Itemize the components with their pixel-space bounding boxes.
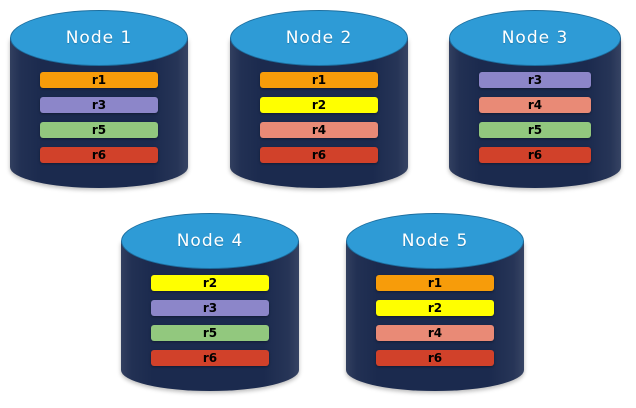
record-bar[interactable]: r6 <box>40 147 158 163</box>
node-label: Node 2 <box>285 28 353 48</box>
record-bar[interactable]: r3 <box>479 72 591 88</box>
record-bar[interactable]: r6 <box>376 350 494 366</box>
record-bar[interactable]: r2 <box>260 97 378 113</box>
record-list: r3 r4 r5 r6 <box>449 10 621 188</box>
record-label: r3 <box>91 98 107 112</box>
cylinder-top-ellipse: Node 2 <box>230 10 408 66</box>
record-bar[interactable]: r6 <box>479 147 591 163</box>
record-bar[interactable]: r4 <box>479 97 591 113</box>
record-label: r2 <box>427 301 443 315</box>
node-label: Node 1 <box>65 28 133 48</box>
record-label: r1 <box>311 73 327 87</box>
database-node[interactable]: Node 3 r3 r4 r5 r6 <box>449 10 621 188</box>
record-bar[interactable]: r5 <box>479 122 591 138</box>
record-bar[interactable]: r6 <box>151 350 269 366</box>
record-label: r4 <box>427 326 443 340</box>
node-label: Node 3 <box>501 28 569 48</box>
database-node[interactable]: Node 1 r1 r3 r5 r6 <box>10 10 188 188</box>
cylinder-top-ellipse: Node 5 <box>346 213 524 269</box>
record-label: r5 <box>91 123 107 137</box>
record-list: r1 r2 r4 r6 <box>346 213 524 391</box>
database-node[interactable]: Node 5 r1 r2 r4 r6 <box>346 213 524 391</box>
database-node[interactable]: Node 4 r2 r3 r5 r6 <box>121 213 299 391</box>
cylinder-top-ellipse: Node 1 <box>10 10 188 66</box>
record-bar[interactable]: r5 <box>40 122 158 138</box>
database-node[interactable]: Node 2 r1 r2 r4 r6 <box>230 10 408 188</box>
record-list: r1 r3 r5 r6 <box>10 10 188 188</box>
record-label: r3 <box>202 301 218 315</box>
record-label: r1 <box>427 276 443 290</box>
record-bar[interactable]: r1 <box>40 72 158 88</box>
record-list: r1 r2 r4 r6 <box>230 10 408 188</box>
record-bar[interactable]: r5 <box>151 325 269 341</box>
record-label: r6 <box>202 351 218 365</box>
record-label: r2 <box>202 276 218 290</box>
record-bar[interactable]: r2 <box>376 300 494 316</box>
record-list: r2 r3 r5 r6 <box>121 213 299 391</box>
record-bar[interactable]: r4 <box>376 325 494 341</box>
record-label: r2 <box>311 98 327 112</box>
record-bar[interactable]: r1 <box>260 72 378 88</box>
node-label: Node 4 <box>176 231 244 251</box>
record-bar[interactable]: r1 <box>376 275 494 291</box>
record-label: r6 <box>427 351 443 365</box>
record-label: r3 <box>527 73 543 87</box>
record-label: r6 <box>91 148 107 162</box>
record-label: r4 <box>527 98 543 112</box>
cylinder-top-ellipse: Node 3 <box>449 10 621 66</box>
record-label: r1 <box>91 73 107 87</box>
record-bar[interactable]: r2 <box>151 275 269 291</box>
record-label: r6 <box>311 148 327 162</box>
record-label: r5 <box>202 326 218 340</box>
node-label: Node 5 <box>401 231 469 251</box>
record-label: r5 <box>527 123 543 137</box>
record-label: r6 <box>527 148 543 162</box>
cylinder-top-ellipse: Node 4 <box>121 213 299 269</box>
record-label: r4 <box>311 123 327 137</box>
record-bar[interactable]: r3 <box>151 300 269 316</box>
record-bar[interactable]: r6 <box>260 147 378 163</box>
record-bar[interactable]: r3 <box>40 97 158 113</box>
record-bar[interactable]: r4 <box>260 122 378 138</box>
